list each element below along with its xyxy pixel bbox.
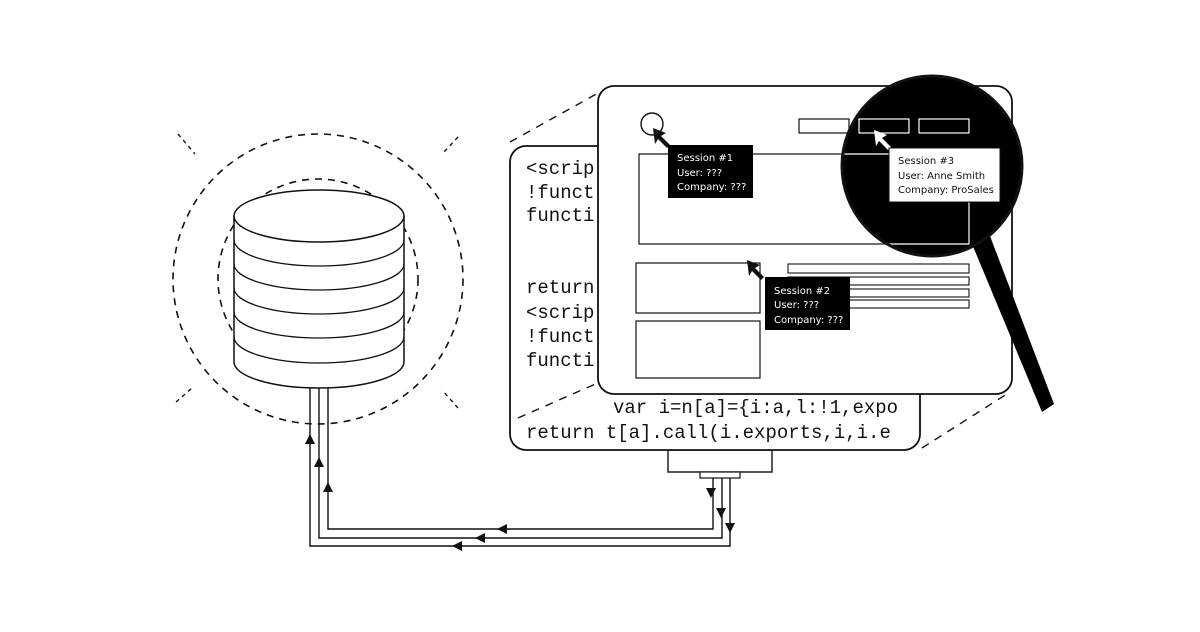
cursor-icon [653,128,670,148]
code-line: return t[a].call(i.exports,i,i.e [526,422,891,444]
session-company: Company: ProSales [898,185,994,196]
session-user: User: ??? [677,168,722,179]
logo-circle [640,112,664,136]
nav-button [798,118,850,134]
content-block [635,262,761,314]
magnifying-glass-icon: Session #3 User: Anne Smith Company: Pro… [840,74,1054,412]
code-line: <scrip [526,158,594,180]
session-tooltip-1: Session #1 User: ??? Company: ??? [668,145,753,198]
arrow-icon [305,434,735,551]
session-user: User: ??? [774,300,819,311]
connector [667,449,773,479]
cursor-icon [874,130,891,150]
session-company: Company: ??? [677,182,746,193]
code-line: functi [526,205,594,227]
code-line: !funct [526,326,594,348]
text-line [787,263,970,274]
code-line: var i=n[a]={i:a,l:!1,expo [613,397,898,419]
lens-handle [972,236,1054,412]
perspective-lines [509,91,1011,449]
session-title: Session #1 [677,153,733,164]
database [172,133,464,425]
code-line: functi [526,350,594,372]
code-line: return [526,277,594,299]
cursor-icon [747,260,764,280]
database-icon [233,189,405,389]
code-line: <scrip [526,302,594,324]
session-user: User: Anne Smith [898,171,985,182]
session-title: Session #3 [898,156,954,167]
content-block [635,320,761,379]
session-tooltip-2: Session #2 User: ??? Company: ??? [765,277,850,330]
code-line: !funct [526,182,594,204]
session-tooltip-3: Session #3 User: Anne Smith Company: Pro… [888,147,1001,203]
sparkle-marks [175,133,459,409]
session-company: Company: ??? [774,315,843,326]
session-title: Session #2 [774,286,830,297]
outer-ring [172,133,464,425]
